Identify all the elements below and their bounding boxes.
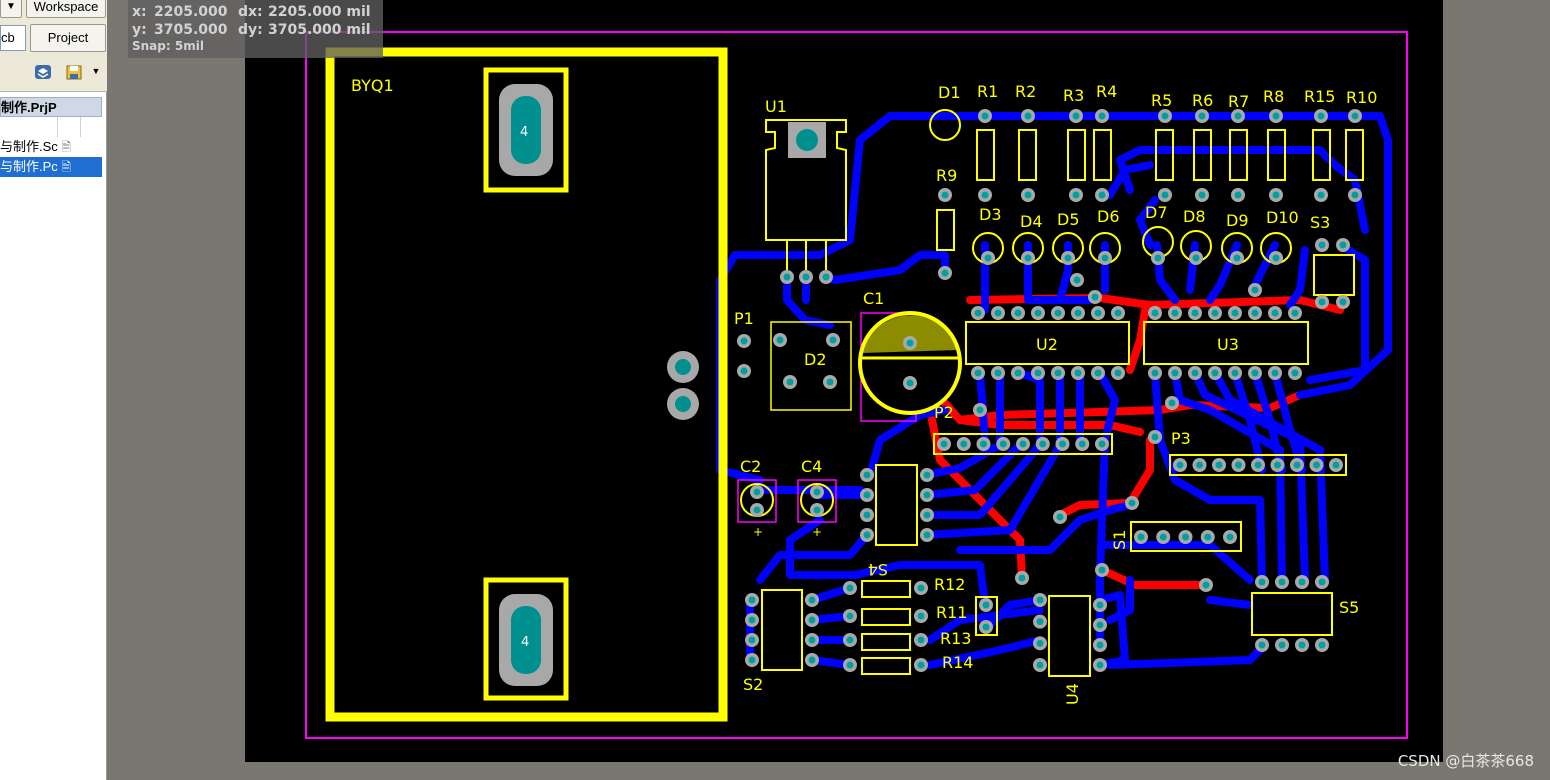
snap-value: Snap: 5mil	[132, 39, 204, 53]
dy-label: dy:	[238, 22, 263, 38]
resistor-column[interactable]	[936, 129, 1364, 251]
component-c1[interactable]	[858, 311, 962, 422]
label-r14: R14	[942, 653, 973, 672]
label-s4: S4	[868, 560, 888, 579]
label-c2: C2	[740, 457, 761, 476]
save-button[interactable]	[62, 58, 88, 84]
workspace-button[interactable]: Workspace	[26, 0, 106, 18]
label-d9: D9	[1226, 211, 1249, 230]
y-label: y:	[132, 22, 147, 38]
component-s3[interactable]	[1313, 254, 1355, 296]
label-u1: U1	[765, 97, 787, 116]
pcb-canvas[interactable]: BYQ1 U1 D1 R1 R2 R3 R4 R5 R6 R7 R8 R15 R…	[108, 0, 1550, 780]
component-byq1[interactable]	[325, 47, 728, 722]
label-r5: R5	[1151, 91, 1172, 110]
document-icon: 🗎	[61, 160, 72, 174]
label-d8: D8	[1183, 207, 1206, 226]
y-value: 3705.000	[154, 22, 228, 38]
keepout-outline	[305, 31, 1408, 739]
save-icon	[66, 65, 82, 80]
component-s1[interactable]	[1130, 521, 1242, 552]
chevron-down-icon: ▼	[91, 66, 101, 76]
label-p2: P2	[934, 403, 954, 422]
projects-panel: ▼ Workspace cb Project ▼ 制作.PrjP 与制作.Sc …	[0, 0, 107, 780]
dx-value: 2205.000 mil	[268, 4, 371, 20]
bottom-layer-traces	[716, 112, 1392, 669]
label-u4: U4	[1063, 683, 1082, 705]
panel-toolbar: ▼ Workspace cb Project ▼	[0, 0, 107, 92]
label-d7: D7	[1145, 203, 1168, 222]
pcb-board-drawing[interactable]: BYQ1 U1 D1 R1 R2 R3 R4 R5 R6 R7 R8 R15 R…	[108, 0, 1550, 780]
layers-icon	[35, 65, 51, 80]
board-area	[245, 0, 1443, 762]
label-c1: C1	[863, 289, 884, 308]
label-r11: R11	[936, 603, 967, 622]
label-d4: D4	[1020, 212, 1043, 231]
component-s4[interactable]	[875, 464, 918, 546]
tree-item-label: 与制作.Sc	[0, 139, 58, 154]
dy-value: 3705.000 mil	[268, 22, 371, 38]
component-d2[interactable]	[770, 321, 852, 411]
component-s2-resistors[interactable]	[761, 580, 998, 675]
label-r8: R8	[1263, 87, 1284, 106]
file-name-field[interactable]: cb	[0, 25, 26, 51]
label-r12: R12	[934, 575, 965, 594]
project-tree: 制作.PrjP 与制作.Sc 🗎 与制作.Pc 🗎	[0, 97, 102, 177]
label-d10: D10	[1266, 208, 1299, 227]
label-u3: U3	[1217, 335, 1239, 354]
label-r2: R2	[1015, 82, 1036, 101]
layers-button[interactable]	[29, 58, 57, 84]
x-label: x:	[132, 4, 147, 20]
ic-u2-u3[interactable]	[965, 321, 1309, 365]
label-r13: R13	[940, 629, 971, 648]
label-u2: U2	[1036, 335, 1058, 354]
label-s2: S2	[743, 675, 763, 694]
label-d3: D3	[979, 205, 1002, 224]
label-pad-top: 4	[520, 125, 528, 140]
tree-item-label: 与制作.Pc	[0, 159, 58, 174]
save-dropdown-button[interactable]: ▼	[88, 58, 104, 84]
label-s3: S3	[1310, 213, 1330, 232]
headers-p2-p3[interactable]	[933, 433, 1347, 476]
document-icon: 🗎	[61, 140, 72, 154]
label-r1: R1	[977, 82, 998, 101]
label-c4: C4	[801, 457, 822, 476]
label-d2: D2	[804, 350, 827, 369]
tree-spacer-row	[0, 117, 102, 137]
component-u1[interactable]	[765, 119, 847, 270]
tree-item-pcb[interactable]: 与制作.Pc 🗎	[0, 157, 102, 177]
label-d5: D5	[1057, 210, 1080, 229]
label-d6: D6	[1097, 207, 1120, 226]
component-u4[interactable]	[1048, 595, 1091, 677]
x-value: 2205.000	[154, 4, 228, 20]
pads	[737, 109, 1362, 672]
label-r15: R15	[1304, 87, 1335, 106]
project-button[interactable]: Project	[30, 24, 106, 52]
dx-label: dx:	[238, 4, 263, 20]
label-p1: P1	[734, 309, 754, 328]
label-d1: D1	[938, 83, 961, 102]
label-r4: R4	[1096, 82, 1117, 101]
project-tree-root[interactable]: 制作.PrjP	[0, 97, 102, 117]
label-byq1: BYQ1	[351, 76, 394, 95]
label-c4-plus: +	[812, 525, 822, 539]
label-pad-bottom: 4	[521, 635, 529, 650]
workspace-dropdown-button[interactable]: ▼	[0, 0, 22, 18]
label-r3: R3	[1063, 86, 1084, 105]
tree-item-schematic[interactable]: 与制作.Sc 🗎	[0, 137, 102, 157]
label-r10: R10	[1346, 88, 1377, 107]
silkscreen-labels: BYQ1 U1 D1 R1 R2 R3 R4 R5 R6 R7 R8 R15 R…	[351, 76, 1377, 705]
label-c2-plus: +	[753, 525, 763, 539]
label-p3: P3	[1171, 429, 1191, 448]
chevron-down-icon: ▼	[6, 1, 16, 12]
component-s5[interactable]	[1251, 592, 1333, 636]
label-r9: R9	[936, 166, 957, 185]
label-s1: S1	[1110, 530, 1129, 550]
watermark: CSDN @白茶茶668	[1397, 752, 1534, 770]
label-r6: R6	[1192, 91, 1213, 110]
coordinate-readout: x: 2205.000 dx: 2205.000 mil y: 3705.000 dy: 3…	[128, 0, 383, 58]
label-r7: R7	[1228, 92, 1249, 111]
label-s5: S5	[1339, 598, 1359, 617]
